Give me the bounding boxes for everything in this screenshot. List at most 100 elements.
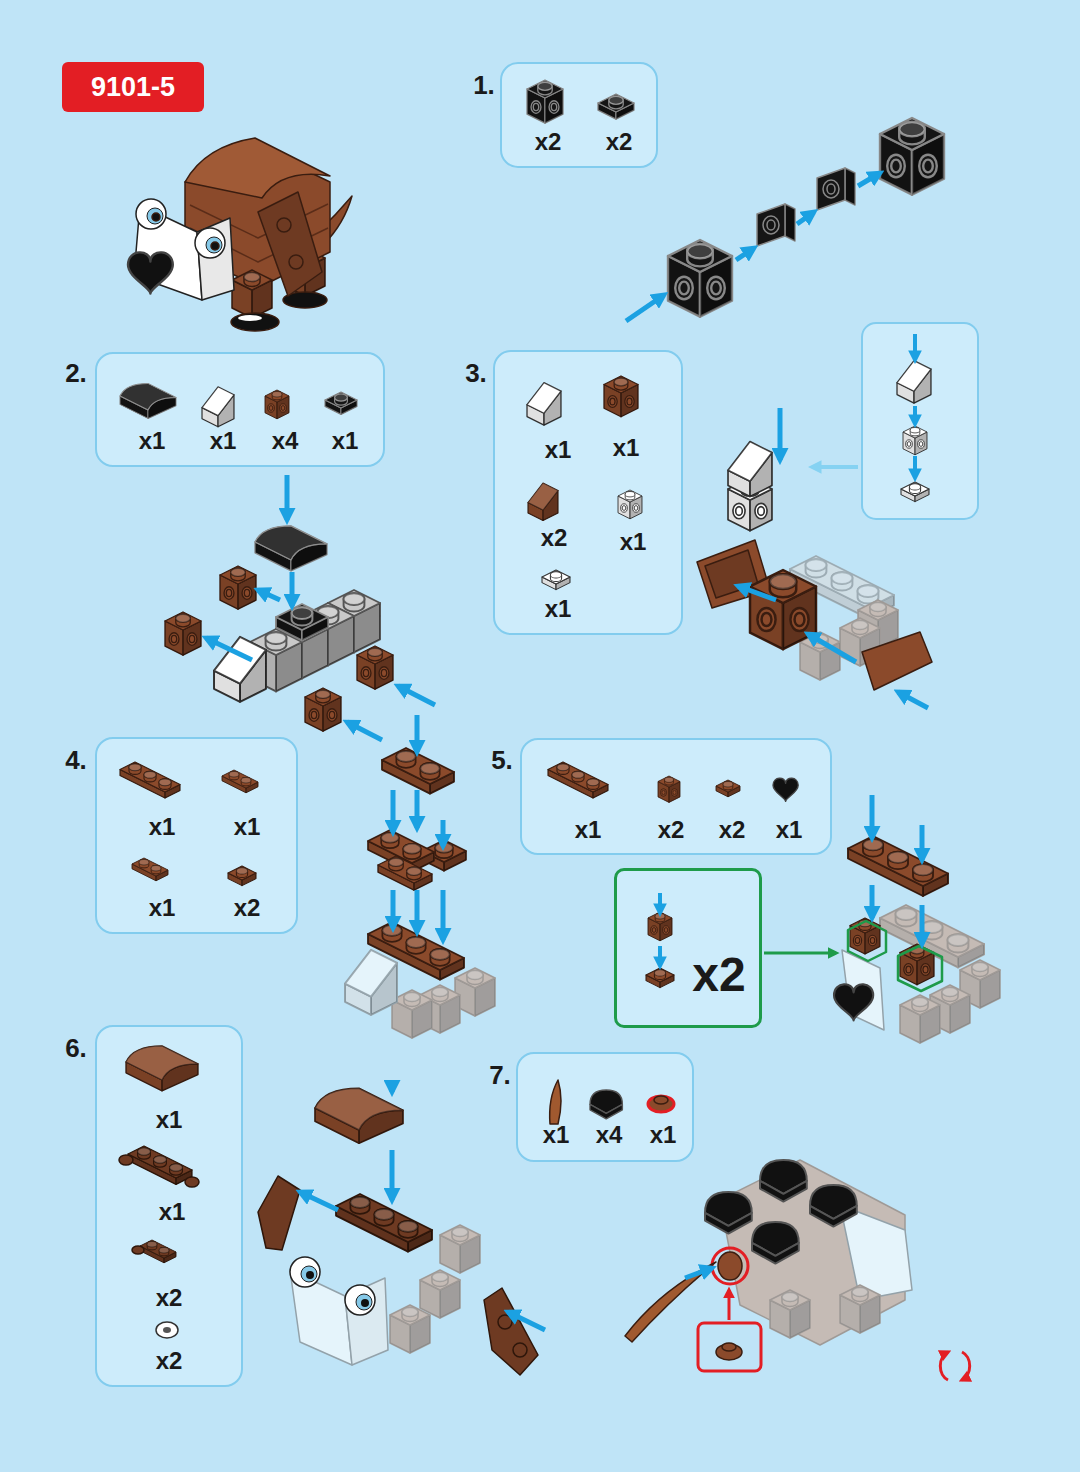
turn-over-icon [962,1352,970,1380]
assembly [848,836,948,896]
faded-model [720,1160,912,1345]
part-icon [120,383,176,418]
part-icon [598,94,634,119]
inset-arrow [658,946,662,966]
sub-assembly-inset [901,482,929,502]
step-number: 7. [489,1062,511,1088]
assembly [750,570,816,649]
assembly-arrow [797,212,814,224]
assembly-arrow [870,885,875,918]
part-count: x2 [156,1286,183,1310]
finished-model [231,313,279,331]
inset-pointer [764,952,836,955]
parts-panel: x1x1x2x2 [95,1025,243,1387]
faded-model [840,1285,880,1333]
part-icon [265,390,289,419]
set-number-badge: 9101-5 [62,62,204,112]
part-icon [548,762,608,798]
part-count: x1 [776,818,803,842]
part-count: x4 [596,1123,623,1147]
faded-model [392,990,432,1038]
assembly [315,1088,403,1143]
part-icon [128,1146,192,1184]
part-count: x2 [692,951,745,999]
assembly-arrow [285,475,290,520]
assembly-arrow [398,686,435,705]
step-number: 3. [465,360,487,386]
part-icon [590,1090,622,1119]
assembly-arrow [778,408,783,460]
part-count: x1 [210,429,237,453]
step-number: 6. [65,1035,87,1061]
assembly [698,1323,761,1371]
part-icon [527,376,642,590]
set-number: 9101-5 [91,74,175,101]
assembly [834,836,948,1020]
part-icon [542,570,570,590]
part-count: x2 [535,130,562,154]
part-count: x1 [613,436,640,460]
assembly [728,442,772,497]
panel-ground [96,353,384,466]
part-count: x2 [541,526,568,550]
assembly-arrow [415,790,420,828]
assembly [276,604,328,640]
faded-model [900,995,940,1043]
assembly-arrow [738,586,776,600]
sub-assembly-inset [812,465,858,469]
assembly [165,526,393,731]
assembly [716,1344,742,1360]
assembly [760,1160,807,1202]
assembly [165,612,201,655]
part-icon [527,383,561,426]
assembly [850,918,880,954]
assembly [368,748,466,980]
step-number: 1. [473,72,495,98]
assembly-arrow [808,634,856,662]
assembly-arrow [441,820,446,846]
part-icon [716,780,740,797]
finished-model [232,270,272,318]
inset-parts [646,968,674,988]
sub-assembly-inset [913,334,917,360]
part-count: x1 [575,818,602,842]
part-count: x1 [332,429,359,453]
assembly-arrow [858,173,880,186]
assembly [336,1194,432,1252]
assembly-arrow [736,248,754,260]
part-count: x1 [545,597,572,621]
sub-assembly-inset [913,406,917,424]
panel-ground [501,63,657,167]
part-icon [119,1155,133,1165]
panel-ground [517,1053,693,1161]
assembly-arrow [258,590,280,600]
turn-over-icon [940,1352,948,1380]
sub-assembly-inset [913,334,917,478]
faded-model [390,1305,430,1353]
assembly [255,526,327,571]
part-icon [528,483,558,521]
assembly-arrow [206,475,435,740]
inset-arrow [658,893,662,913]
finished-model [289,255,303,269]
part-icon [185,1177,199,1187]
assembly [728,1290,731,1320]
assembly-arrow [300,1084,545,1330]
panel-ground [521,739,831,854]
part-icon [527,80,563,123]
parts-panel: x1x1x1x2 [95,737,298,934]
parts-panel: x1x4x1 [516,1052,694,1162]
part-icon [550,1080,561,1124]
assembly [880,118,944,195]
assembly [498,1315,512,1329]
faded-model [440,1225,480,1273]
step-number: 5. [491,747,513,773]
parts-panel: x1x1x4x1 [95,352,385,467]
part-count: x1 [545,438,572,462]
assembly-arrow [415,715,420,752]
part-count: x2 [156,1349,183,1373]
part-icon [202,387,234,427]
assembly-arrow [508,1312,545,1330]
